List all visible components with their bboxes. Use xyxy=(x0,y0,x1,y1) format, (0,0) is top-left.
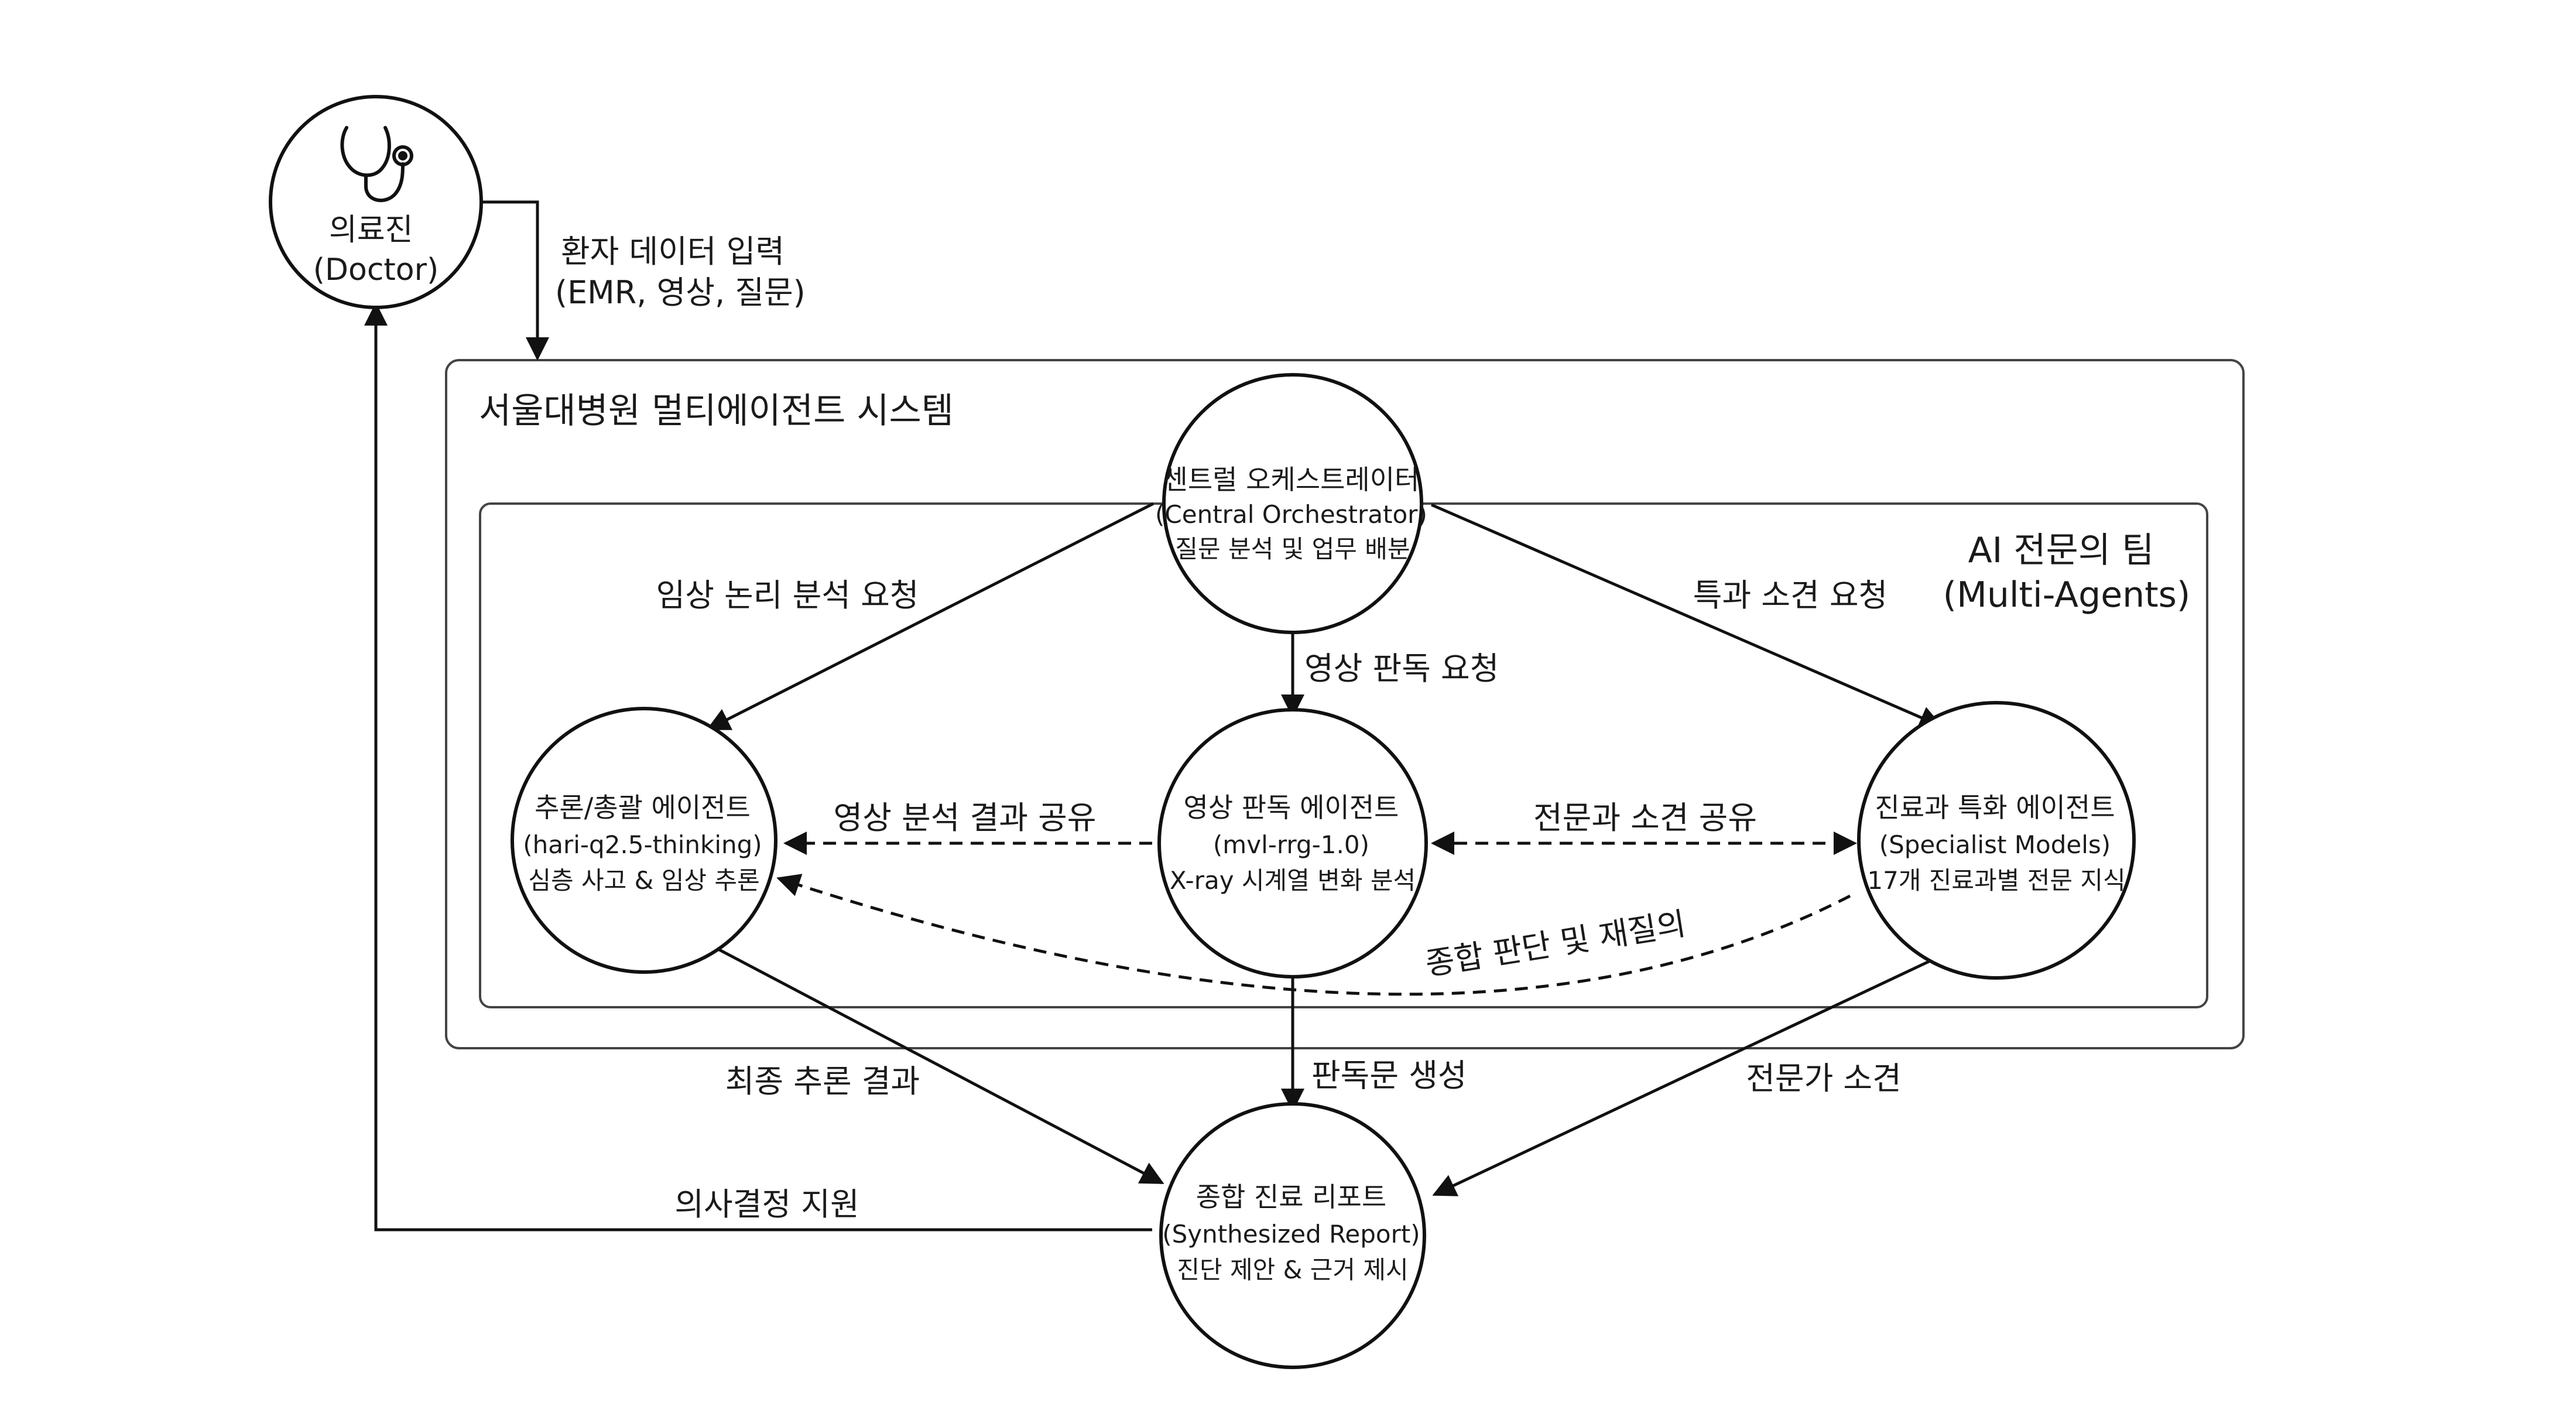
specialist-title: 진료과 특화 에이전트 xyxy=(1875,792,2115,823)
edge-specialist-to-report xyxy=(1432,953,1945,1196)
label-specialist-to-reasoning: 종합 판단 및 재질의 xyxy=(1423,905,1688,983)
report-subtitle: (Synthesized Report) xyxy=(1162,1220,1420,1248)
team-title-line2: (Multi-Agents) xyxy=(1943,574,2191,615)
reasoning-title: 추론/총괄 에이전트 xyxy=(535,792,751,823)
reasoning-label: 추론/총괄 에이전트 (hari-q2.5-thinking) 심층 사고 & … xyxy=(523,792,765,895)
orchestrator-title: 센트럴 오케스트레이터 xyxy=(1163,464,1420,495)
label-orch-to-reasoning: 임상 논리 분석 요청 xyxy=(656,577,919,614)
report-desc: 진단 제안 & 근거 제시 xyxy=(1177,1256,1408,1284)
reasoning-subtitle: (hari-q2.5-thinking) xyxy=(523,830,762,859)
specialist-label: 진료과 특화 에이전트 (Specialist Models) 17개 진료과별… xyxy=(1867,792,2125,895)
orchestrator-subtitle: (Central Orchestrator) xyxy=(1155,500,1427,529)
stethoscope-icon xyxy=(340,126,413,203)
team-title-line1: AI 전문의 팀 xyxy=(1968,530,2154,571)
imaging-title: 영상 판독 에이전트 xyxy=(1184,792,1399,823)
label-imaging-to-report: 판독문 생성 xyxy=(1311,1057,1467,1094)
label-doctor-to-system-line1: 환자 데이터 입력 xyxy=(561,233,785,270)
imaging-label: 영상 판독 에이전트 (mvl-rrg-1.0) X-ray 시계열 변화 분석 xyxy=(1170,792,1416,895)
doctor-label-line2: (Doctor) xyxy=(313,252,439,288)
system-title: 서울대병원 멀티에이전트 시스템 xyxy=(479,391,954,432)
doctor-label: 의료진 (Doctor) xyxy=(313,213,439,288)
node-doctor: 의료진 (Doctor) xyxy=(269,95,483,309)
imaging-subtitle: (mvl-rrg-1.0) xyxy=(1213,830,1369,859)
node-reasoning-agent: 추론/총괄 에이전트 (hari-q2.5-thinking) 심층 사고 & … xyxy=(511,707,777,974)
edge-orch-to-reasoning xyxy=(706,502,1155,731)
edge-reasoning-to-report xyxy=(716,947,1164,1185)
system-boundary xyxy=(445,359,2245,1049)
orchestrator-desc: 질문 분석 및 업무 배분 xyxy=(1175,535,1410,563)
label-imaging-specialist: 전문과 소견 공유 xyxy=(1533,799,1757,836)
label-reasoning-to-report: 최종 추론 결과 xyxy=(725,1063,920,1100)
report-label: 종합 진료 리포트 (Synthesized Report) 진단 제안 & 근… xyxy=(1162,1181,1423,1284)
label-doctor-to-system-line2: (EMR, 영상, 질문) xyxy=(555,274,806,311)
label-orch-to-imaging: 영상 판독 요청 xyxy=(1304,650,1499,687)
reasoning-desc: 심층 사고 & 임상 추론 xyxy=(528,866,759,895)
specialist-subtitle: (Specialist Models) xyxy=(1879,830,2111,859)
imaging-desc: X-ray 시계열 변화 분석 xyxy=(1170,866,1416,895)
node-orchestrator: 센트럴 오케스트레이터 (Central Orchestrator) 질문 분석… xyxy=(1155,373,1430,634)
edge-orch-to-specialist xyxy=(1431,503,1943,728)
edge-report-to-doctor xyxy=(364,302,1152,1231)
team-title: AI 전문의 팀 (Multi-Agents) xyxy=(1943,530,2191,615)
label-specialist-to-report: 전문가 소견 xyxy=(1746,1060,1902,1097)
report-title: 종합 진료 리포트 xyxy=(1196,1181,1386,1213)
orchestrator-label: 센트럴 오케스트레이터 (Central Orchestrator) 질문 분석… xyxy=(1155,464,1430,563)
specialist-desc: 17개 진료과별 전문 지식 xyxy=(1867,866,2125,895)
node-imaging-agent: 영상 판독 에이전트 (mvl-rrg-1.0) X-ray 시계열 변화 분석 xyxy=(1157,708,1428,979)
edge-specialist-to-reasoning xyxy=(776,874,1851,996)
label-imaging-to-reasoning: 영상 분석 결과 공유 xyxy=(834,799,1097,836)
label-doctor-to-system: 환자 데이터 입력 (EMR, 영상, 질문) xyxy=(555,233,806,311)
label-report-to-doctor: 의사결정 지원 xyxy=(674,1186,859,1223)
node-specialist-agent: 진료과 특화 에이전트 (Specialist Models) 17개 진료과별… xyxy=(1857,701,2136,980)
doctor-label-line1: 의료진 xyxy=(329,213,413,248)
label-orch-to-specialist: 특과 소견 요청 xyxy=(1693,577,1888,614)
node-report: 종합 진료 리포트 (Synthesized Report) 진단 제안 & 근… xyxy=(1159,1102,1426,1369)
